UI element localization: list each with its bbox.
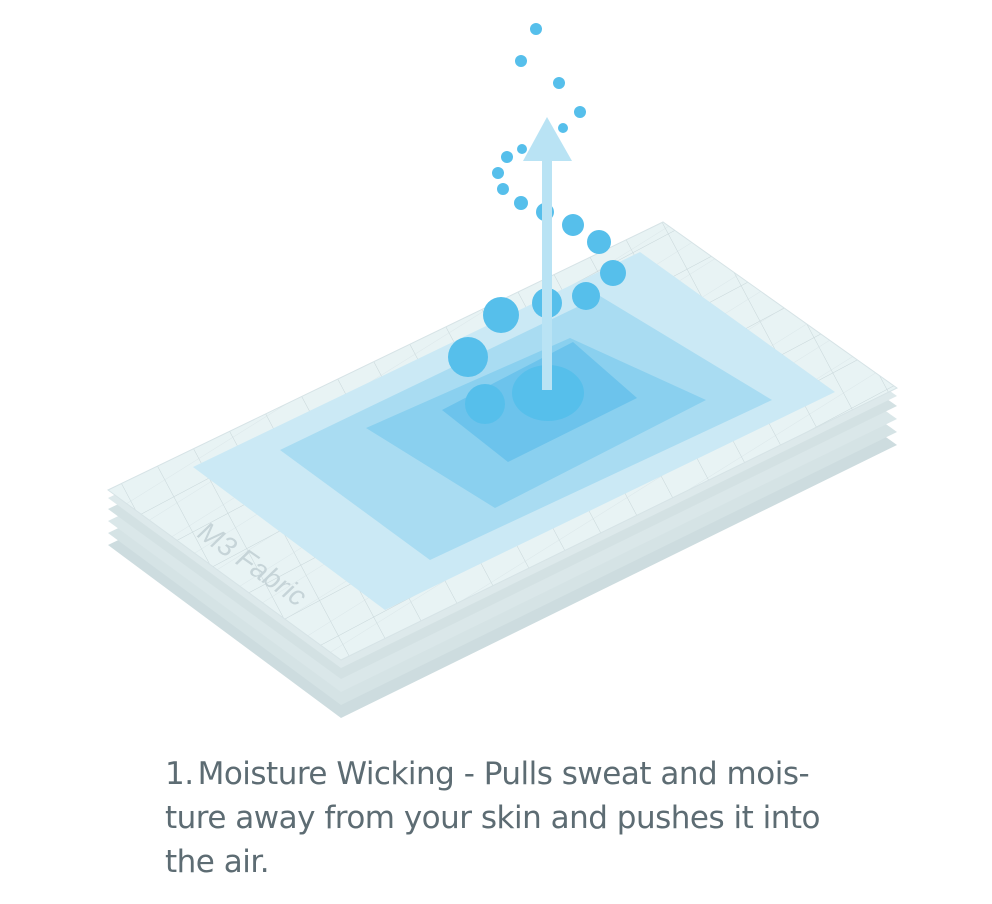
moisture-wicking-illustration: M3 Fabric: [107, 23, 898, 718]
caption-text-line: ture away from your skin and pushes it i…: [165, 800, 821, 836]
droplet: [492, 167, 504, 179]
caption-line-1: 1.Moisture Wicking - Pulls sweat and moi…: [165, 752, 845, 796]
droplet: [515, 55, 527, 67]
droplet: [465, 384, 505, 424]
water-droplet-icon: [448, 23, 626, 424]
droplet: [483, 297, 519, 333]
droplet: [553, 77, 565, 89]
droplet: [600, 260, 626, 286]
droplet: [530, 23, 542, 35]
droplet: [558, 123, 568, 133]
caption-number: 1.: [165, 756, 194, 792]
caption: 1.Moisture Wicking - Pulls sweat and moi…: [165, 752, 845, 884]
droplet: [517, 144, 527, 154]
caption-text-line: Moisture Wicking - Pulls sweat and mois-: [197, 756, 810, 792]
caption-text-line: the air.: [165, 844, 270, 880]
arrow-head: [523, 117, 572, 161]
droplet: [562, 214, 584, 236]
droplet: [501, 151, 513, 163]
droplet: [572, 282, 600, 310]
droplet: [497, 183, 509, 195]
droplet-pool: [512, 365, 584, 421]
droplet: [587, 230, 611, 254]
droplet: [448, 337, 488, 377]
arrow-shaft: [542, 158, 552, 390]
droplet: [574, 106, 586, 118]
up-arrow-icon: [523, 117, 572, 390]
droplet: [514, 196, 528, 210]
